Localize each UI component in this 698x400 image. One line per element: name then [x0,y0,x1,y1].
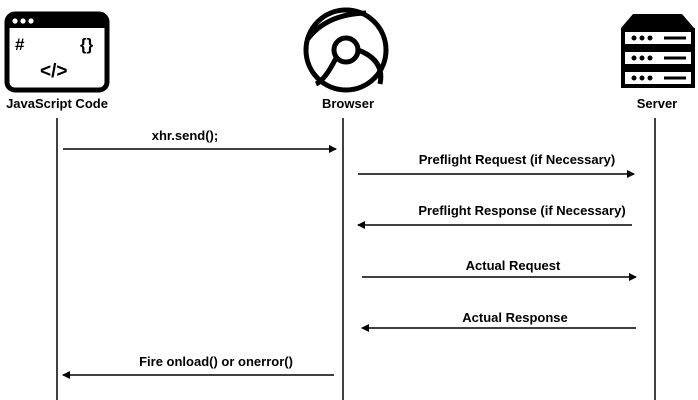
message-label-actual-response: Actual Response [462,310,567,325]
message-label-preflight-response: Preflight Response (if Necessary) [418,203,625,218]
message-label-fire-onload: Fire onload() or onerror() [139,354,293,369]
participant-label-browser: Browser [322,96,374,111]
message-label-xhr-send: xhr.send(); [152,128,218,143]
code-tag-glyph: </> [40,61,67,82]
message-label-actual-request: Actual Request [466,258,561,273]
code-window-icon: # {} </> [4,11,110,93]
code-braces-glyph: {} [80,35,94,54]
participant-label-server: Server [637,96,677,111]
server-icon [621,14,695,88]
message-label-preflight-request: Preflight Request (if Necessary) [419,152,616,167]
browser-icon [303,7,389,93]
participant-label-js: JavaScript Code [6,96,108,111]
code-hash-glyph: # [15,35,25,54]
